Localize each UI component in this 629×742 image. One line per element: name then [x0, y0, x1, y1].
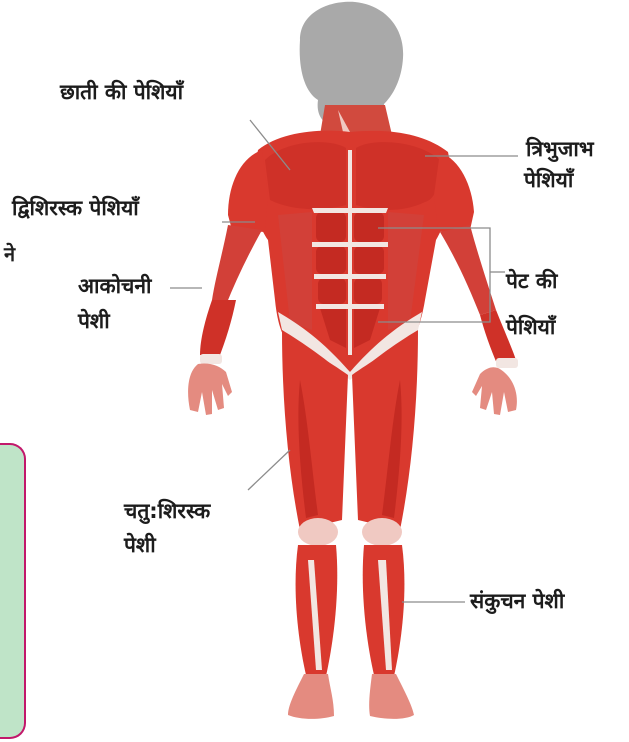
label-chest-muscles: छाती की पेशियाँ	[60, 77, 183, 108]
label-deltoid-line2: पेशियाँ	[524, 165, 573, 196]
left-arm	[188, 150, 268, 415]
label-quadriceps-line2: पेशी	[124, 530, 156, 561]
label-flexor-line1: आकोचनी	[78, 271, 151, 302]
legs	[282, 330, 418, 676]
label-flexor-line2: पेशी	[78, 306, 110, 337]
label-biceps: द्विशिरस्क पेशियाँ	[12, 193, 139, 224]
feet	[288, 674, 414, 719]
label-quadriceps-line1: चतु:शिरस्क	[124, 496, 210, 527]
label-deltoid-line1: त्रिभुजाभ	[526, 134, 594, 165]
neck-muscles	[320, 105, 392, 135]
label-abdominal-line2: पेशियाँ	[506, 312, 555, 343]
label-contracting-muscle: संकुचन पेशी	[470, 586, 564, 617]
quadriceps-leader	[248, 450, 290, 490]
label-abdominal-line1: पेट की	[506, 266, 557, 297]
